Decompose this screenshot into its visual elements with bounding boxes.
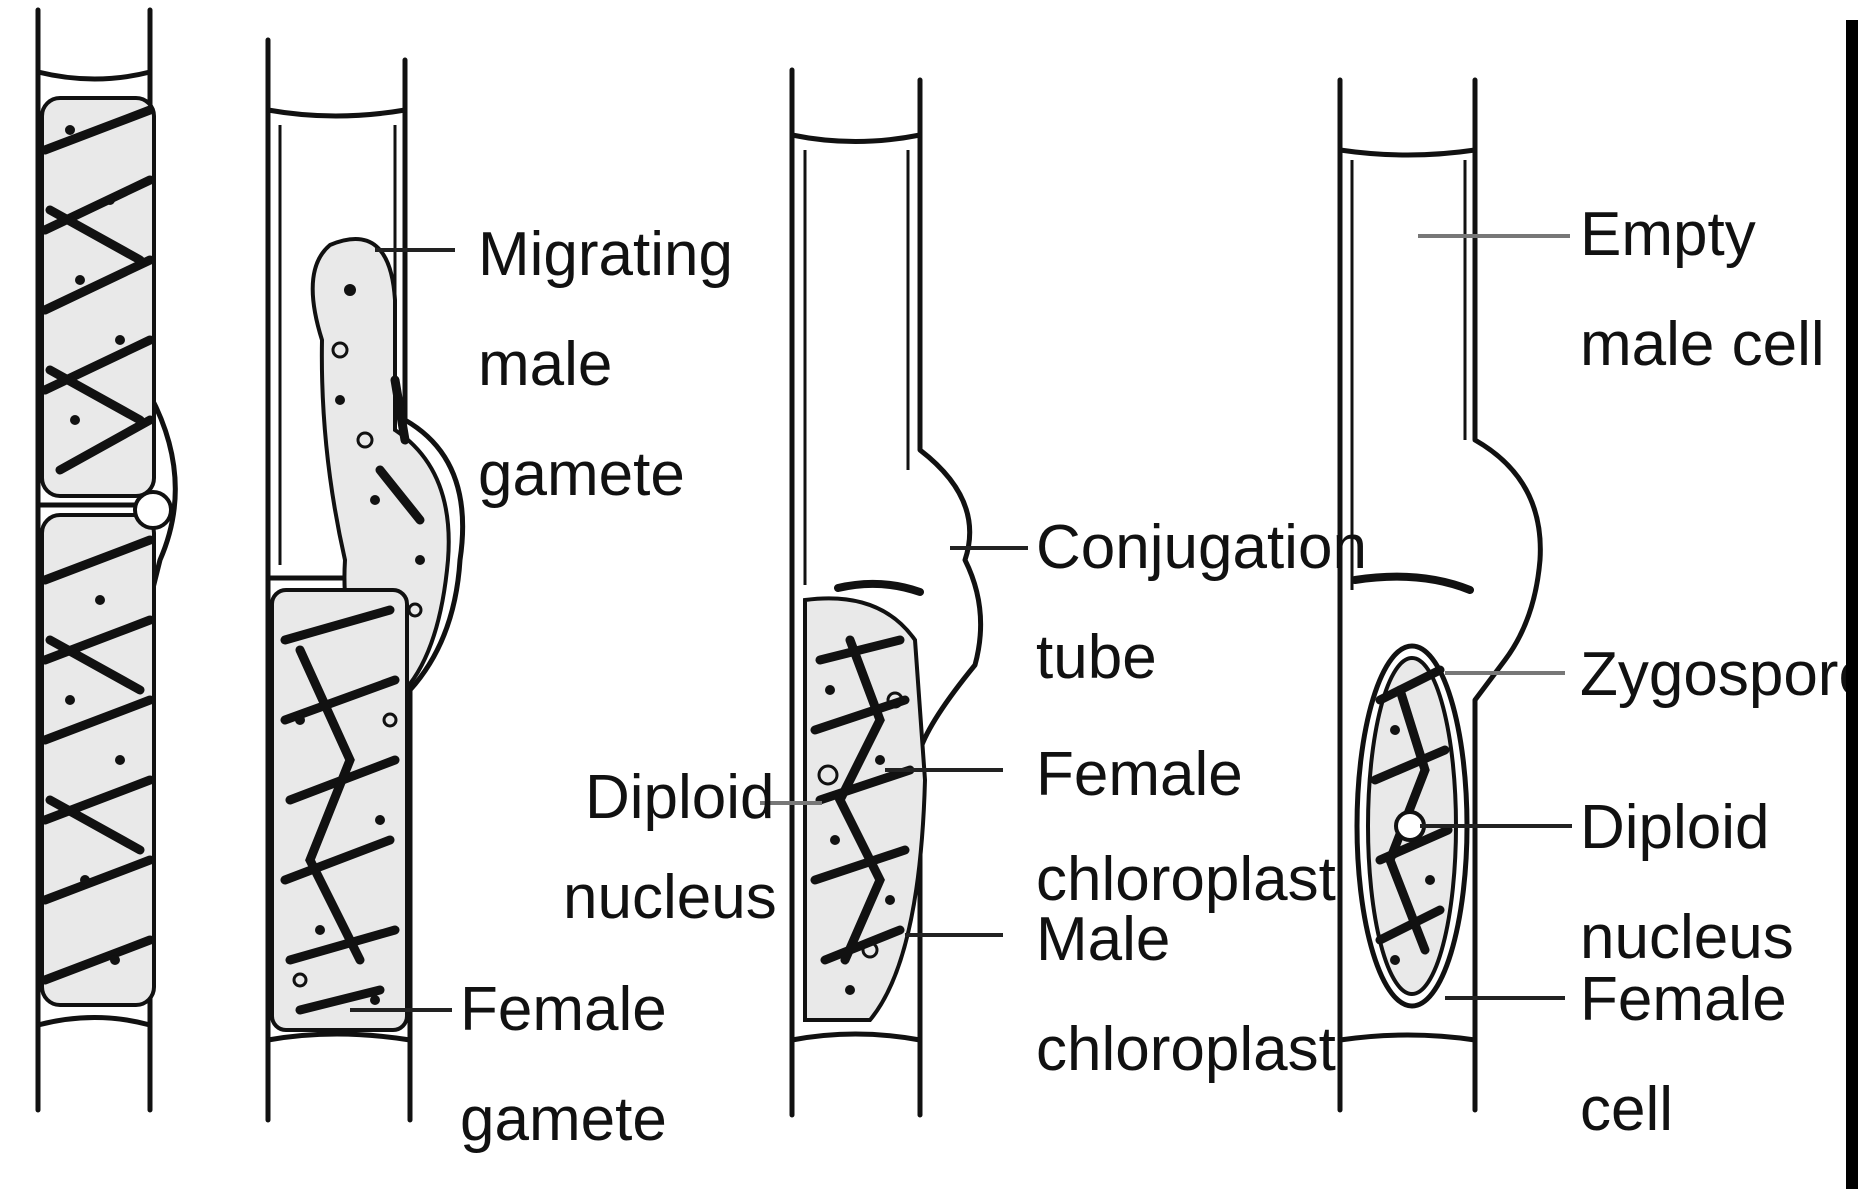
- svg-text:Migrating: Migrating: [478, 220, 733, 289]
- svg-text:Diploid: Diploid: [585, 763, 775, 832]
- label-migrating-male-gamete: Migrating male gamete: [478, 220, 733, 509]
- svg-text:nucleus: nucleus: [563, 863, 777, 932]
- svg-text:gamete: gamete: [460, 1085, 667, 1154]
- svg-text:male cell: male cell: [1580, 310, 1825, 379]
- label-zygospore: Zygospore: [1580, 640, 1858, 709]
- label-empty-male-cell: Empty male cell: [1580, 200, 1825, 379]
- svg-text:Female: Female: [1580, 965, 1787, 1034]
- svg-text:nucleus: nucleus: [1580, 903, 1794, 972]
- svg-text:Diploid: Diploid: [1580, 793, 1770, 862]
- label-female-gamete: Female gamete: [460, 975, 667, 1154]
- svg-text:Female: Female: [1036, 740, 1243, 809]
- svg-text:tube: tube: [1036, 623, 1157, 692]
- stage-2-filament: [268, 40, 463, 1120]
- svg-text:cell: cell: [1580, 1075, 1673, 1144]
- label-male-chloroplast: Male chloroplast: [1036, 905, 1336, 1084]
- svg-text:gamete: gamete: [478, 440, 685, 509]
- stage-4-filament: [1340, 80, 1572, 1110]
- svg-text:chloroplast: chloroplast: [1036, 1015, 1336, 1084]
- label-female-cell: Female cell: [1580, 965, 1787, 1144]
- stage-1-filament: [38, 10, 175, 1110]
- label-female-chloroplast: Female chloroplast: [1036, 740, 1336, 914]
- label-diploid-nucleus-right: Diploid nucleus: [1580, 793, 1794, 972]
- image-edge-border: [1846, 20, 1858, 1189]
- svg-text:Male: Male: [1036, 905, 1170, 974]
- stage-3-filament: [760, 70, 1028, 1115]
- svg-text:male: male: [478, 330, 612, 399]
- label-conjugation-tube: Conjugation tube: [1036, 513, 1367, 692]
- svg-text:Zygospore: Zygospore: [1580, 640, 1858, 709]
- svg-text:chloroplast: chloroplast: [1036, 845, 1336, 914]
- svg-text:Female: Female: [460, 975, 667, 1044]
- svg-text:Empty: Empty: [1580, 200, 1756, 269]
- label-diploid-nucleus-mid: Diploid nucleus: [563, 763, 777, 932]
- svg-text:Conjugation: Conjugation: [1036, 513, 1367, 582]
